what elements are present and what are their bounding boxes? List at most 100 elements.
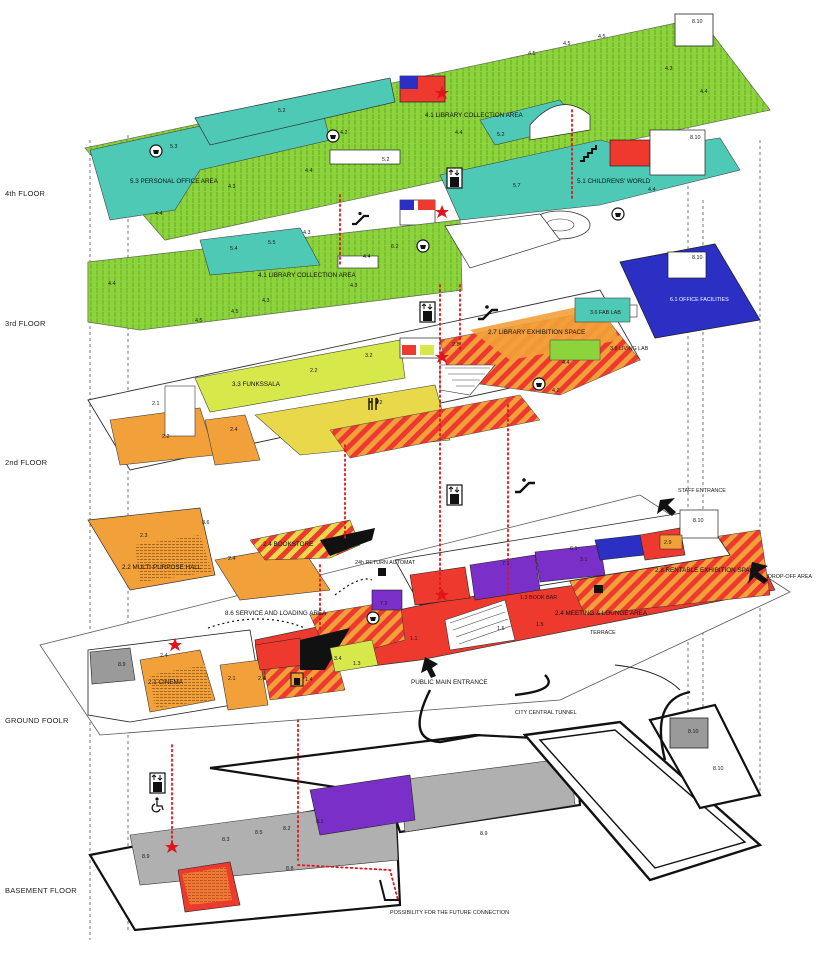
book-return-icon <box>378 568 386 576</box>
entrance-arrows <box>421 498 768 678</box>
room-number: 4.3 <box>665 66 673 72</box>
star-icon <box>435 205 449 218</box>
room-number: 4.5 <box>195 318 203 324</box>
label-office-facilities: 6.1 OFFICE FACILITIES <box>670 297 729 303</box>
public-entrance-arrow-icon <box>421 657 438 678</box>
label-funkssala: 3.3 FUNKSSALA <box>232 381 281 388</box>
room-number: 3.4 <box>334 656 342 662</box>
cafe-icon <box>149 144 163 158</box>
room-number: 2.2 <box>310 368 318 374</box>
cafe-icon <box>416 239 430 253</box>
room-number: 4.5 <box>563 41 571 47</box>
second-floor-plate <box>87 289 641 471</box>
stars <box>165 86 449 853</box>
cafe-icon <box>326 129 340 143</box>
room-number: 5.2 <box>497 132 505 138</box>
accessible-icon <box>151 797 164 813</box>
floor-label-4th: 4th FLOOR <box>5 189 46 198</box>
label-personal-office: 5.3 PERSONAL OFFICE AREA <box>130 178 219 185</box>
room-number: 8.9 <box>118 662 126 668</box>
star-icon <box>435 86 449 99</box>
cafe-icon <box>611 207 625 221</box>
elevator-icon <box>446 167 463 189</box>
room-number: 4.4 <box>648 187 656 193</box>
room-number: 8.10 <box>693 518 704 524</box>
label-library-collection-top: 4.1 LIBRARY COLLECTION AREA <box>425 112 524 119</box>
room-number: 4.5 <box>528 51 536 57</box>
room-number: 8.9 <box>142 854 150 860</box>
area-labels: 4.1 LIBRARY COLLECTION AREA 5.3 PERSONAL… <box>122 112 812 916</box>
room-number: 4.4 <box>155 211 163 217</box>
room-number: 4.5 <box>598 34 606 40</box>
elevator-icon <box>446 484 463 506</box>
label-terrace: TERRACE <box>590 630 616 636</box>
room-number: 2.2 <box>162 434 170 440</box>
label-24h-return: 24h RETURN AUTOMAT <box>355 560 416 566</box>
elevator-icon <box>149 772 166 794</box>
room-number: 4.4 <box>455 130 463 136</box>
room-number: 8.1 <box>316 819 324 825</box>
room-number: 5.7 <box>513 183 521 189</box>
room-number: 4.4 <box>305 168 313 174</box>
staff-entrance-arrow-icon <box>657 498 676 516</box>
label-library-exhibition: 2.7 LIBRARY EXHIBITION SPACE <box>488 329 585 336</box>
room-number: 8.5 <box>255 830 263 836</box>
room-number: 2.1 <box>152 401 160 407</box>
basement-floor-plate <box>88 674 763 932</box>
label-staff-entrance: STAFF ENTRANCE <box>678 488 726 494</box>
label-living-lab: 3.8 LIVING LAB <box>610 346 649 352</box>
room-number: 2.3 <box>140 533 148 539</box>
room-number: 4.4 <box>363 254 371 260</box>
vertical-circulation-lines <box>171 109 573 901</box>
dropoff-arrow-icon <box>748 562 768 584</box>
star-icon <box>168 638 182 651</box>
label-book-bar: 1.3 BOOK BAR <box>520 595 557 601</box>
fourth-floor-plate <box>84 13 771 241</box>
room-number: 5.2 <box>278 108 286 114</box>
label-future-connection: POSSIBILITY FOR THE FUTURE CONNECTION <box>390 910 509 916</box>
room-number: 1.2 <box>375 400 383 406</box>
room-number: 4.2 <box>340 130 348 136</box>
book-return-icon <box>594 585 603 593</box>
room-number: 8.6 <box>202 520 210 526</box>
floor-label-2nd: 2nd FLOOR <box>5 458 48 467</box>
room-number: 1.6 <box>497 626 505 632</box>
elevator-icon <box>419 301 436 323</box>
circulation-icons <box>149 129 625 813</box>
star-icon <box>435 588 449 601</box>
room-number: 2.4 <box>230 427 238 433</box>
room-number: 1.4 <box>305 677 313 683</box>
third-floor-plate <box>87 213 761 339</box>
room-number: 8.2 <box>283 826 291 832</box>
room-number: 2.4 <box>258 676 266 682</box>
room-number: 8.9 <box>480 831 488 837</box>
room-number: 8.10 <box>692 255 703 261</box>
room-number: 8.10 <box>688 729 699 735</box>
cafe-icon <box>366 611 380 625</box>
room-number: 4.3 <box>228 184 236 190</box>
room-number: 1.3 <box>353 661 361 667</box>
room-number: 2.4 <box>228 556 236 562</box>
ground-floor-plate <box>39 494 791 736</box>
room-number: 8.3 <box>222 837 230 843</box>
room-number: 2.8 <box>452 342 460 348</box>
label-public-main-entrance: PUBLIC MAIN ENTRANCE <box>411 679 488 686</box>
label-rentable-exhibition: 2.8 RENTABLE EXHIBITION SPACE <box>655 567 758 574</box>
floor-labels: 4th FLOOR 3rd FLOOR 2nd FLOOR GROUND FOO… <box>5 189 77 895</box>
room-number: 3.2 <box>365 353 373 359</box>
stairs-icon <box>580 145 597 162</box>
cafe-icon <box>532 377 546 391</box>
room-number: 5.3 <box>170 144 178 150</box>
room-number: 6.2 <box>391 244 399 250</box>
escalator-icon <box>352 211 369 226</box>
room-number: 2.1 <box>228 676 236 682</box>
room-number: 4.4 <box>108 281 116 287</box>
label-library-collection-third: 4.1 LIBRARY COLLECTION AREA <box>258 272 357 279</box>
room-number: 8.8 <box>286 866 294 872</box>
label-childrens-world: 5.1 CHILDRENS' WORLD <box>577 178 651 185</box>
room-number: 5.2 <box>382 157 390 163</box>
escalator-icon <box>478 305 498 321</box>
room-number: 2.9 <box>664 540 672 546</box>
room-number: 4.5 <box>231 309 239 315</box>
